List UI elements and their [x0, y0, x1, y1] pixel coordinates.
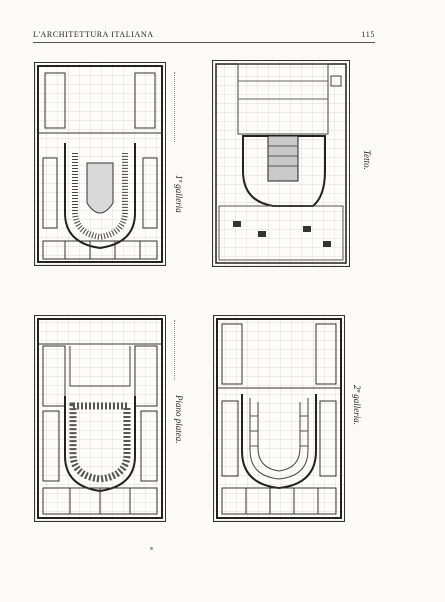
- header-rule: [33, 42, 375, 43]
- caption-roof: Tetto.: [362, 150, 372, 170]
- floor-plan-stalls: [34, 315, 166, 522]
- roof-drawing: [215, 63, 347, 264]
- floor-plan-roof: [212, 60, 350, 267]
- paper-spot: [150, 547, 153, 550]
- second-gallery-drawing: [216, 318, 342, 519]
- caption-second-gallery: 2ª galleria.: [352, 385, 362, 425]
- floor-plan-second-gallery: [213, 315, 345, 522]
- caption-first-gallery: 1ª galleria: [174, 175, 184, 213]
- running-header: L'ARCHITETTURA ITALIANA 115: [33, 30, 375, 42]
- scale-mark-first-gallery: [174, 72, 178, 142]
- page-number: 115: [361, 30, 375, 39]
- scale-mark-stalls: [174, 320, 178, 380]
- first-gallery-drawing: [37, 65, 163, 263]
- caption-stalls: Piano platea.: [174, 395, 184, 444]
- floor-plan-first-gallery: [34, 62, 166, 266]
- journal-title: L'ARCHITETTURA ITALIANA: [33, 30, 154, 39]
- stalls-drawing: [37, 318, 163, 519]
